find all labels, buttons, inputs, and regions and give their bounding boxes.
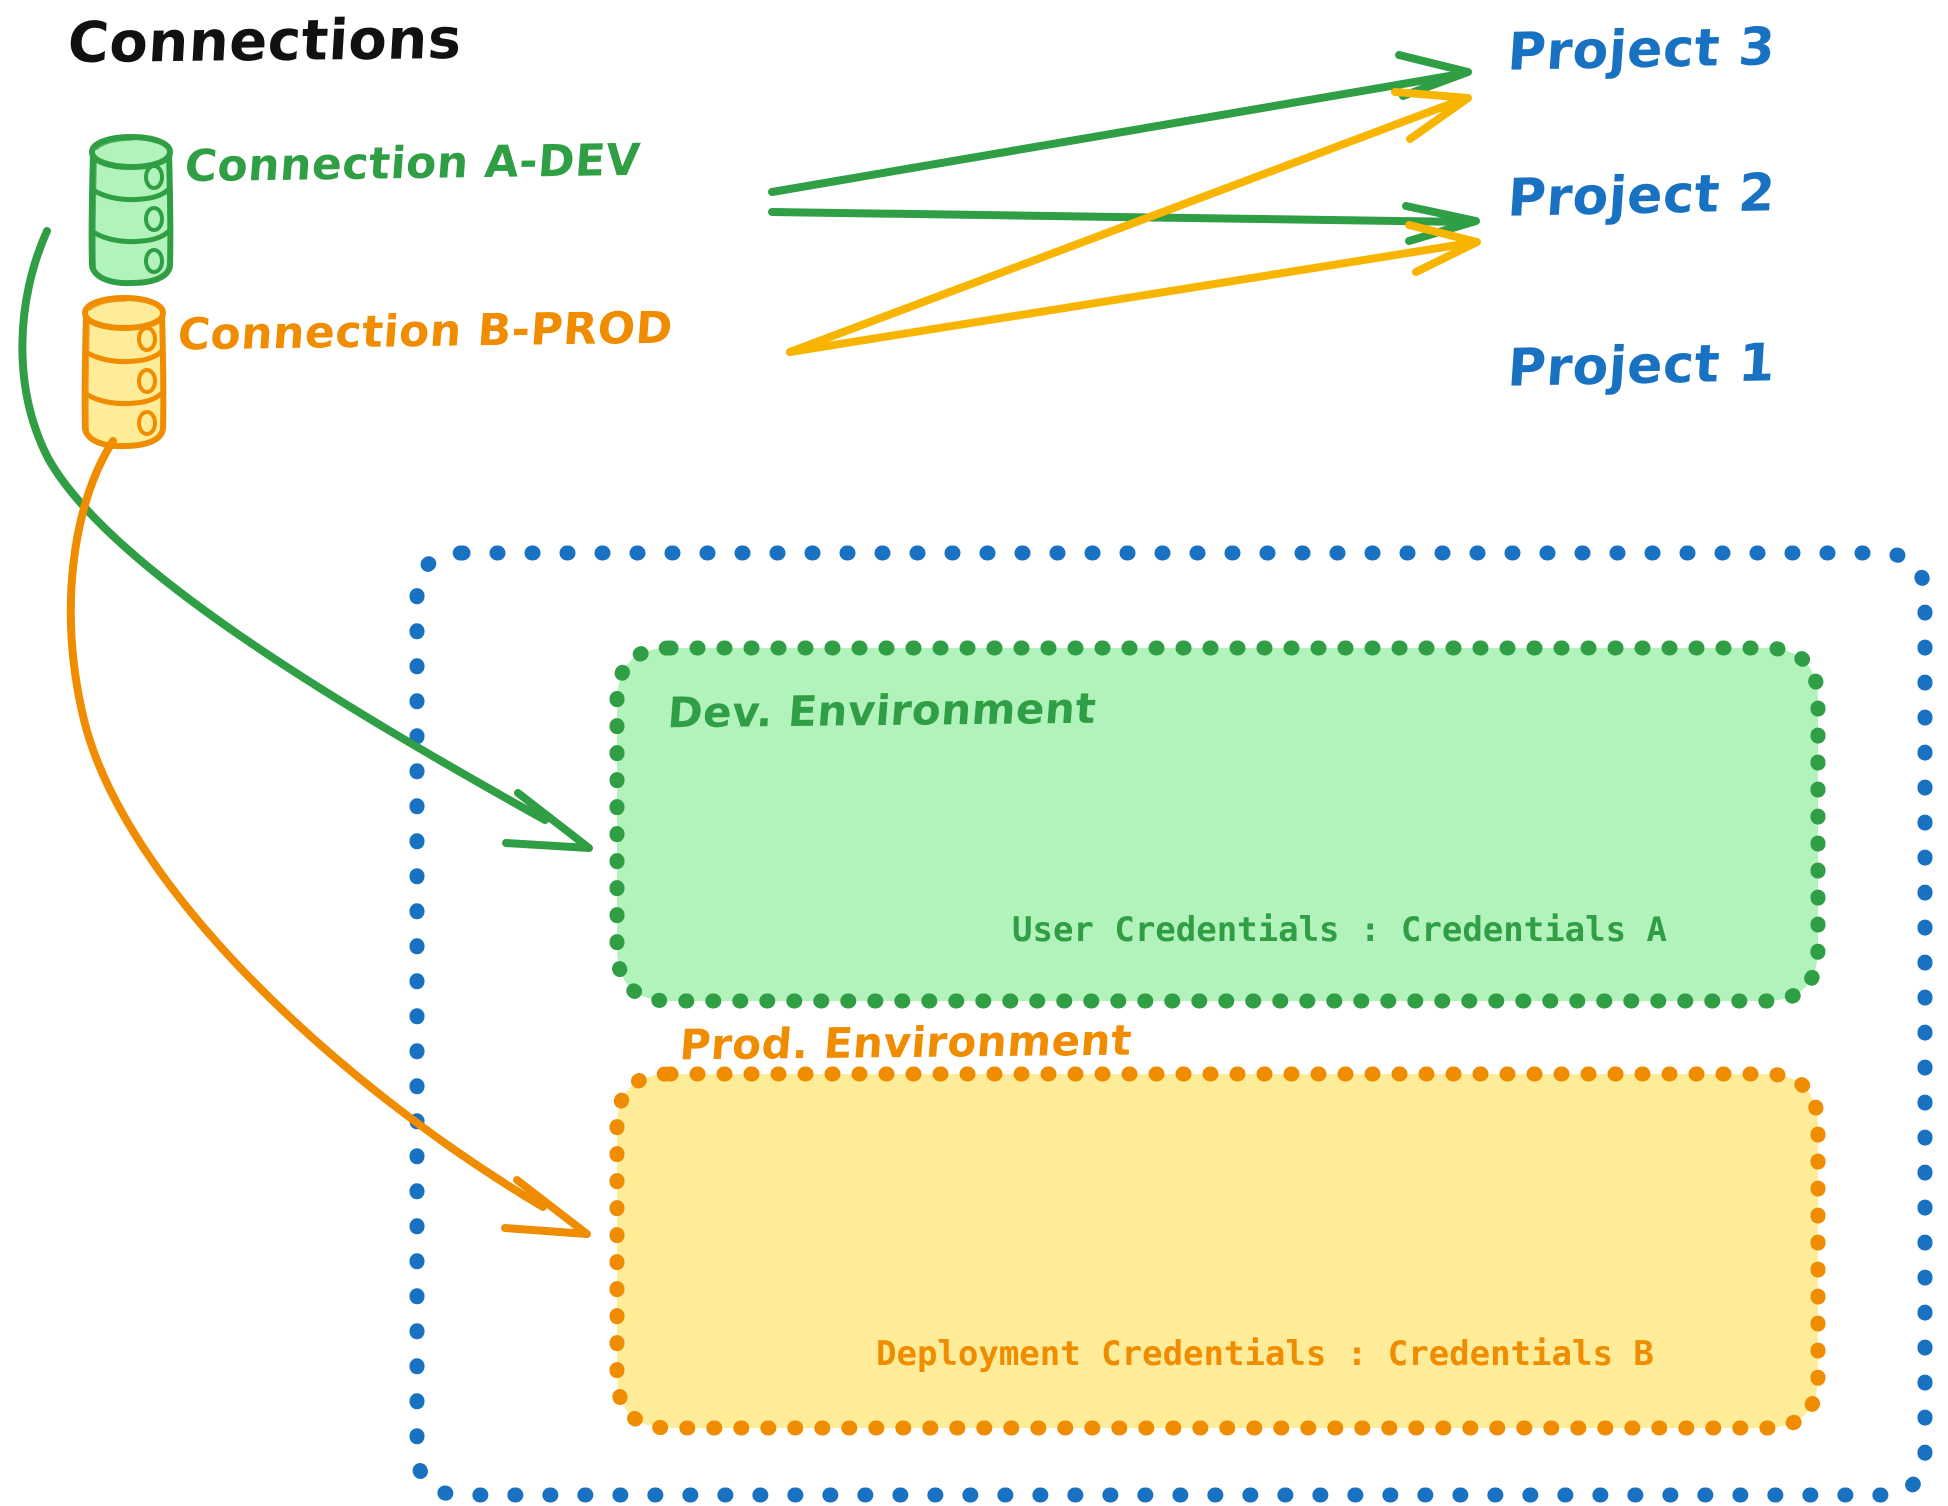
connection-b-prod-label[interactable]: Connection B-PROD — [175, 302, 675, 361]
project-2-label[interactable]: Project 2 — [1505, 163, 1778, 229]
edge-b-prod-to-prod-environment — [66, 437, 591, 1238]
dev-environment-box — [609, 640, 1826, 1009]
project-3-label[interactable]: Project 3 — [1505, 17, 1778, 83]
database-cylinder-icon-a-dev — [88, 133, 174, 287]
edge-a-dev-to-project-3 — [768, 51, 1472, 196]
prod-environment-box — [609, 1066, 1826, 1436]
connection-a-dev-label[interactable]: Connection A-DEV — [182, 134, 643, 193]
dev-environment-credentials: User Credentials : Credentials A — [1012, 910, 1668, 950]
database-cylinder-icon-b-prod — [81, 294, 167, 450]
edge-b-prod-to-project-2 — [786, 221, 1481, 356]
prod-environment-credentials: Deployment Credentials : Credentials B — [876, 1334, 1654, 1374]
project-1-label[interactable]: Project 1 — [1505, 333, 1778, 399]
edge-b-prod-to-project-3 — [786, 88, 1472, 356]
dev-environment-title: Dev. Environment — [665, 683, 1099, 738]
prod-environment-title: Prod. Environment — [677, 1015, 1134, 1070]
project-1-container — [409, 545, 1933, 1503]
page-title: Connections — [65, 6, 464, 77]
